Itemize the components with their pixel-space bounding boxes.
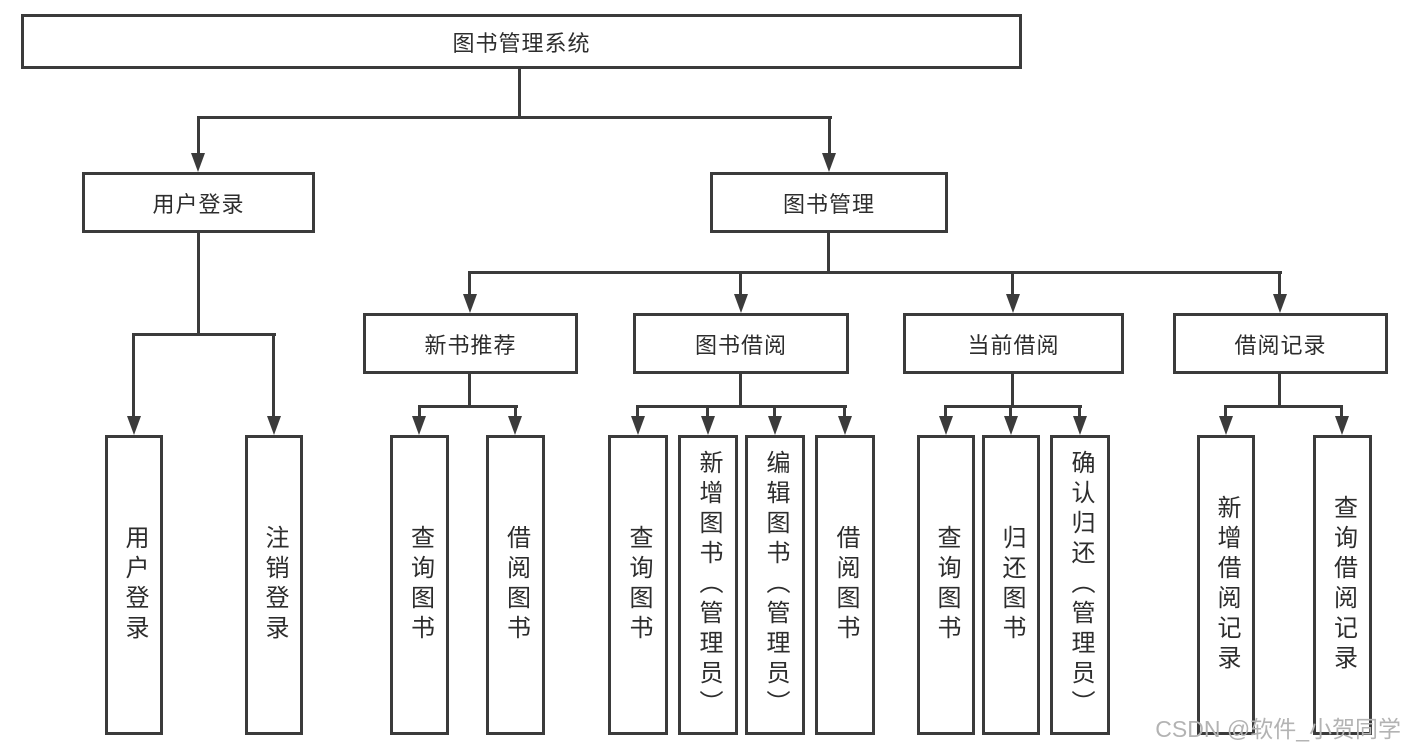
connector-records-stem [1278, 374, 1281, 408]
node-label: 查询图书 [625, 525, 652, 645]
node-label: 查询图书 [933, 525, 960, 645]
leaf-logout: 注销登录 [245, 435, 303, 735]
leaf-borrow-add-books-admin: 新增图书（管理员） [678, 435, 738, 735]
node-label: 用户登录 [152, 191, 245, 217]
node-label: 借阅图书 [502, 525, 530, 645]
node-label: 图书管理系统 [452, 30, 591, 56]
node-user-login: 用户登录 [82, 172, 315, 233]
arrowhead-down-icon [1335, 416, 1349, 435]
connector-drop [514, 405, 517, 417]
arrowhead-down-icon [1006, 294, 1020, 313]
node-label: 查询借阅记录 [1329, 495, 1357, 675]
arrowhead-down-icon [1273, 294, 1287, 313]
leaf-records-add-record: 新增借阅记录 [1197, 435, 1255, 735]
csdn-watermark: CSDN @软件_小贺同学 [1155, 716, 1401, 742]
arrowhead-down-icon [1004, 416, 1018, 435]
leaf-current-query-books: 查询图书 [917, 435, 975, 735]
connector-current-stem [1011, 374, 1014, 408]
connector-userlogin-rail [132, 333, 276, 336]
leaf-newrec-query-books: 查询图书 [390, 435, 449, 735]
node-book-management: 图书管理 [710, 172, 948, 233]
arrowhead-down-icon [267, 416, 281, 435]
connector-drop-leaf-logout [272, 333, 275, 416]
node-label: 注销登录 [261, 525, 288, 645]
node-label: 查询图书 [406, 525, 434, 645]
connector-drop-user-login [197, 116, 200, 154]
arrowhead-down-icon [127, 416, 141, 435]
node-label: 归还图书 [998, 525, 1025, 645]
node-label: 用户登录 [121, 525, 148, 645]
arrowhead-down-icon [701, 416, 715, 435]
connector-drop-book-management [828, 116, 831, 154]
node-new-book-recommendation: 新书推荐 [363, 313, 578, 374]
connector-userlogin-stem [197, 232, 200, 335]
node-label: 图书管理 [782, 191, 875, 217]
node-label: 借阅记录 [1234, 332, 1327, 358]
connector-bookmgmt-rail [468, 271, 1282, 274]
arrowhead-down-icon [463, 294, 477, 313]
connector-drop-book-borrowing [739, 271, 742, 295]
leaf-borrow-query-books: 查询图书 [608, 435, 668, 735]
connector-root-stem [518, 68, 521, 119]
arrowhead-down-icon [734, 294, 748, 313]
arrowhead-down-icon [1073, 416, 1087, 435]
connector-drop [843, 405, 846, 417]
node-label: 确认归还（管理员） [1067, 450, 1094, 720]
connector-borrowing-stem [739, 374, 742, 408]
node-borrowing-records: 借阅记录 [1173, 313, 1388, 374]
leaf-records-query-record: 查询借阅记录 [1313, 435, 1372, 735]
leaf-current-confirm-return-admin: 确认归还（管理员） [1050, 435, 1110, 735]
arrowhead-down-icon [768, 416, 782, 435]
connector-drop [1340, 405, 1343, 417]
connector-drop [636, 405, 639, 417]
arrowhead-down-icon [508, 416, 522, 435]
arrowhead-down-icon [631, 416, 645, 435]
node-label: 编辑图书（管理员） [762, 450, 789, 720]
node-label: 图书借阅 [694, 332, 787, 358]
node-label: 当前借阅 [967, 332, 1060, 358]
arrowhead-down-icon [1219, 416, 1233, 435]
connector-drop [418, 405, 421, 417]
connector-root-rail [197, 116, 832, 119]
node-label: 借阅图书 [832, 525, 859, 645]
node-current-borrowing: 当前借阅 [903, 313, 1124, 374]
connector-drop [1224, 405, 1227, 417]
node-label: 新增图书（管理员） [695, 450, 722, 720]
leaf-current-return-books: 归还图书 [982, 435, 1040, 735]
node-library-management-system: 图书管理系统 [21, 14, 1022, 69]
arrowhead-down-icon [412, 416, 426, 435]
connector-drop [1009, 405, 1012, 417]
node-label: 新书推荐 [424, 332, 517, 358]
arrowhead-down-icon [191, 153, 205, 172]
connector-borrowing-rail [636, 405, 847, 408]
connector-drop-borrowing-records [1278, 271, 1281, 295]
arrowhead-down-icon [838, 416, 852, 435]
node-label: 新增借阅记录 [1213, 495, 1240, 675]
connector-drop [944, 405, 947, 417]
connector-drop [706, 405, 709, 417]
connector-drop-new-rec [468, 271, 471, 295]
arrowhead-down-icon [939, 416, 953, 435]
connector-drop [1078, 405, 1081, 417]
leaf-user-login: 用户登录 [105, 435, 163, 735]
connector-drop-leaf-user-login [132, 333, 135, 416]
connector-drop [773, 405, 776, 417]
connector-current-rail [944, 405, 1082, 408]
connector-newrec-rail [418, 405, 518, 408]
leaf-newrec-borrow-books: 借阅图书 [486, 435, 545, 735]
connector-drop-current-borrowing [1011, 271, 1014, 295]
node-book-borrowing: 图书借阅 [633, 313, 849, 374]
arrowhead-down-icon [822, 153, 836, 172]
connector-bookmgmt-stem [827, 232, 830, 274]
connector-records-rail [1224, 405, 1343, 408]
connector-newrec-stem [468, 374, 471, 408]
leaf-borrow-edit-books-admin: 编辑图书（管理员） [745, 435, 805, 735]
leaf-borrow-borrow-books: 借阅图书 [815, 435, 875, 735]
